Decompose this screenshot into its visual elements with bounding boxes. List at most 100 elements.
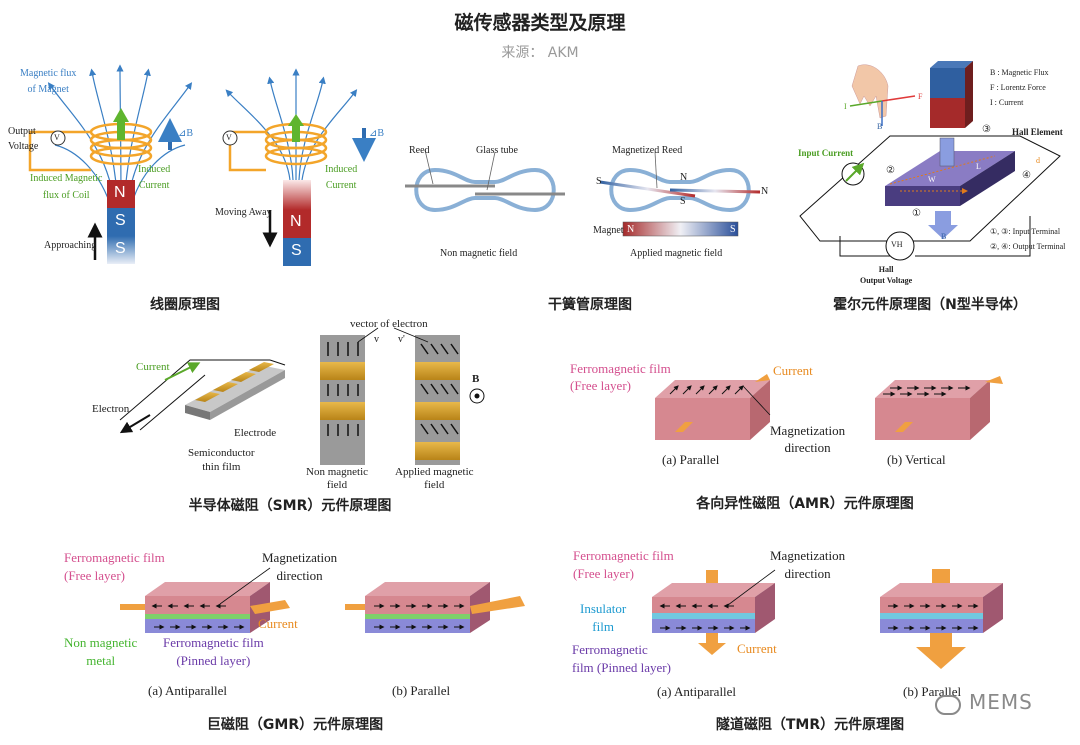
v-prime-label: v' <box>398 334 405 345</box>
reed-s-left: S <box>596 176 602 187</box>
watermark-label: MEMS <box>969 690 1033 714</box>
gmr-parallel-label: (b) Parallel <box>392 683 451 698</box>
electrode-label: Electrode <box>234 427 277 439</box>
vh-label: VH <box>891 240 903 249</box>
magnet-label: Magnet <box>593 225 624 236</box>
reed-caption: 干簧管原理图 <box>548 297 632 313</box>
voltmeter-left: V <box>54 133 60 142</box>
tmr-ferro-free-label: Ferromagnetic film(Free layer) <box>573 548 674 581</box>
gmr-current-label: Current <box>258 616 298 631</box>
gmr-caption: 巨磁阻（GMR）元件原理图 <box>206 717 384 733</box>
approaching-label: Approaching <box>44 240 97 251</box>
reed-n-right: N <box>761 186 769 197</box>
vector-electron-label: vector of electron <box>350 318 428 330</box>
legend-i: I : Current <box>990 98 1024 107</box>
hand-i-label: I <box>844 102 847 111</box>
w-label: W <box>928 175 936 184</box>
input-current-label: Input Current <box>798 148 854 158</box>
gmr-diagram <box>120 567 525 633</box>
terminal-4: ④ <box>1022 170 1031 181</box>
moving-away-label: Moving Away <box>215 207 272 218</box>
delta-b-label: ⊿B <box>178 128 194 139</box>
amr-caption: 各向异性磁阻（AMR）元件原理图 <box>696 496 914 512</box>
v-label: v <box>374 334 379 345</box>
gmr-ferro-pinned-label: Ferromagnetic film(Pinned layer) <box>163 635 264 668</box>
page-title: 磁传感器类型及原理 <box>454 12 626 34</box>
hall-diagram <box>799 61 1061 261</box>
glass-tube-label: Glass tube <box>476 145 518 156</box>
amr-diagram <box>655 374 1003 440</box>
d-label: d <box>1036 156 1040 165</box>
magnet-n-left: N <box>114 184 126 201</box>
watermark: MEMS <box>935 690 1033 716</box>
smr-bar-right <box>415 335 460 465</box>
gmr-antiparallel-label: (a) Antiparallel <box>148 683 228 698</box>
output-terminal-label: ②, ④: Output Terminal <box>990 242 1066 251</box>
delta-b-label-right: ⊿B <box>369 128 385 139</box>
tmr-current-label: Current <box>737 641 777 656</box>
smr-current-label: Current <box>136 361 170 373</box>
reed-label: Reed <box>409 145 430 156</box>
hall-caption: 霍尔元件原理图（N型半导体） <box>833 297 1027 313</box>
coil-right <box>228 122 328 172</box>
gmr-ferro-free-label: Ferromagnetic film(Free layer) <box>64 550 165 583</box>
hall-b-label: B <box>941 232 947 241</box>
voltmeter-right: V <box>226 133 232 142</box>
reed-diagram <box>405 149 761 237</box>
hand-f-label: F <box>918 92 923 101</box>
tmr-parallel-label: (b) Parallel <box>903 684 962 699</box>
amr-vertical-label: (b) Vertical <box>887 452 946 467</box>
magnet-n: N <box>627 224 635 235</box>
tmr-caption: 隧道磁阻（TMR）元件原理图 <box>715 717 905 733</box>
coil-caption: 线圈原理图 <box>150 297 220 313</box>
coil-diagram <box>28 64 376 266</box>
reed-s-mid: S <box>680 196 686 207</box>
terminal-1: ① <box>912 208 921 219</box>
magnet-s: S <box>730 224 736 235</box>
reed-n-mid: N <box>680 172 688 183</box>
amr-ferro-film-label: Ferromagnetic film(Free layer) <box>570 361 671 393</box>
smr-b-label: B <box>472 373 480 385</box>
l-label: L <box>976 162 981 171</box>
legend-b: B : Magnetic Flux <box>990 68 1049 77</box>
coil-left <box>28 122 153 172</box>
source-label: 来源： AKM <box>501 45 579 61</box>
terminal-3: ③ <box>982 124 991 135</box>
electron-label: Electron <box>92 403 130 415</box>
magnet-s-left: S <box>115 212 126 229</box>
magnet-n-right: N <box>290 213 302 230</box>
amr-current-label: Current <box>773 363 813 378</box>
input-terminal-label: ①, ③: Input Terminal <box>990 227 1061 236</box>
terminal-2: ② <box>886 165 895 176</box>
magnetized-reed-label: Magnetized Reed <box>612 145 683 156</box>
magnet-s-right: S <box>291 242 302 259</box>
smr-caption: 半导体磁阻（SMR）元件原理图 <box>188 498 392 514</box>
wechat-icon <box>935 695 961 716</box>
magnet-s-fade-left: S <box>115 240 126 257</box>
applied-field-label: Applied magnetic field <box>630 248 723 259</box>
amr-parallel-label: (a) Parallel <box>662 452 720 467</box>
hand-b-label: B <box>877 122 883 131</box>
smr-diagram <box>119 327 485 465</box>
non-field-label: Non magnetic field <box>440 248 518 259</box>
smr-bar-left <box>320 335 365 465</box>
tmr-antiparallel-label: (a) Antiparallel <box>657 684 737 699</box>
tmr-diagram <box>652 569 1003 669</box>
legend-f: F : Lorentz Force <box>990 83 1046 92</box>
hall-element-label: Hall Element <box>1012 127 1063 137</box>
